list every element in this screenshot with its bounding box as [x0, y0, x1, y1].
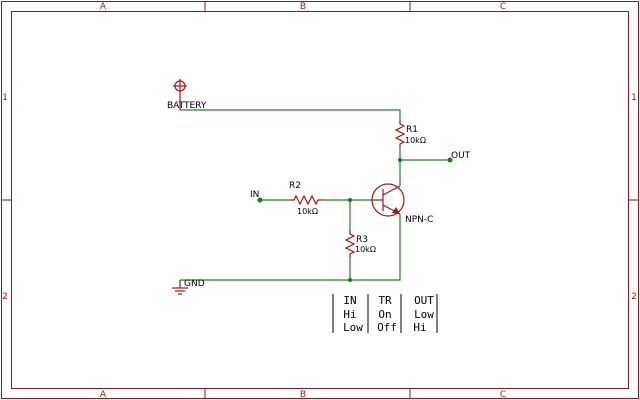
table-cell: Low: [343, 321, 363, 334]
transistor-body: [371, 183, 405, 217]
junction-dot: [348, 278, 352, 282]
zone-label-bottom-b: B: [300, 390, 306, 400]
transistor-collector: [382, 185, 401, 196]
transistor-type-label: NPN-C: [405, 215, 433, 225]
table-header-in: IN: [343, 294, 356, 307]
wire-battery-r1: [180, 109, 401, 120]
table-cell: Off: [377, 321, 397, 334]
r3-value: 10kΩ: [355, 245, 376, 254]
zone-label-right-1: 1: [631, 93, 637, 103]
zone-label-right-2: 2: [631, 292, 637, 302]
wire-emitter-gnd: [180, 214, 401, 281]
in-net-label: IN: [250, 190, 259, 200]
table-cell: Low: [414, 308, 434, 321]
resistor-r1-zigzag: [394, 120, 406, 148]
zone-label-top-b: B: [300, 2, 306, 12]
resistor-r2: [290, 194, 322, 206]
resistor-r1: [394, 120, 406, 148]
emitter-arrow-icon: [392, 207, 400, 214]
table-header-tr: TR: [378, 294, 392, 307]
out-net-label: OUT: [451, 151, 471, 161]
zone-label-bottom-a: A: [100, 390, 107, 400]
junction-dot: [398, 158, 402, 162]
r1-name: R1: [406, 125, 418, 135]
zone-label-top-c: C: [500, 2, 506, 12]
r2-name: R2: [289, 181, 301, 191]
table-cell: On: [378, 308, 391, 321]
gnd-net-label: GND: [184, 279, 205, 289]
zone-label-bottom-c: C: [500, 390, 506, 400]
out-pin-dot: [447, 157, 453, 163]
r1-value: 10kΩ: [405, 136, 426, 145]
r3-name: R3: [356, 235, 368, 245]
npn-transistor-icon: [371, 183, 405, 217]
battery-supply-icon: [173, 79, 187, 110]
ground-icon: [172, 280, 188, 295]
zone-label-top-a: A: [100, 2, 107, 12]
table-cell: Hi: [343, 308, 356, 321]
battery-net-label: BATTERY: [167, 101, 207, 111]
zone-label-left-2: 2: [2, 292, 8, 302]
junction-dot: [348, 198, 352, 202]
resistor-r3: [344, 230, 356, 258]
table-cell: Hi: [413, 321, 426, 334]
truth-table: IN TR OUT Hi On Low Low Off Hi: [332, 294, 438, 334]
in-pin-dot: [257, 197, 263, 203]
wires: [180, 109, 450, 281]
table-header-out: OUT: [414, 294, 434, 307]
resistor-r2-zigzag: [290, 194, 322, 206]
resistor-r3-zigzag: [344, 230, 356, 258]
junctions: [257, 157, 453, 282]
r2-value: 10kΩ: [297, 207, 318, 216]
zone-label-left-1: 1: [2, 93, 8, 103]
